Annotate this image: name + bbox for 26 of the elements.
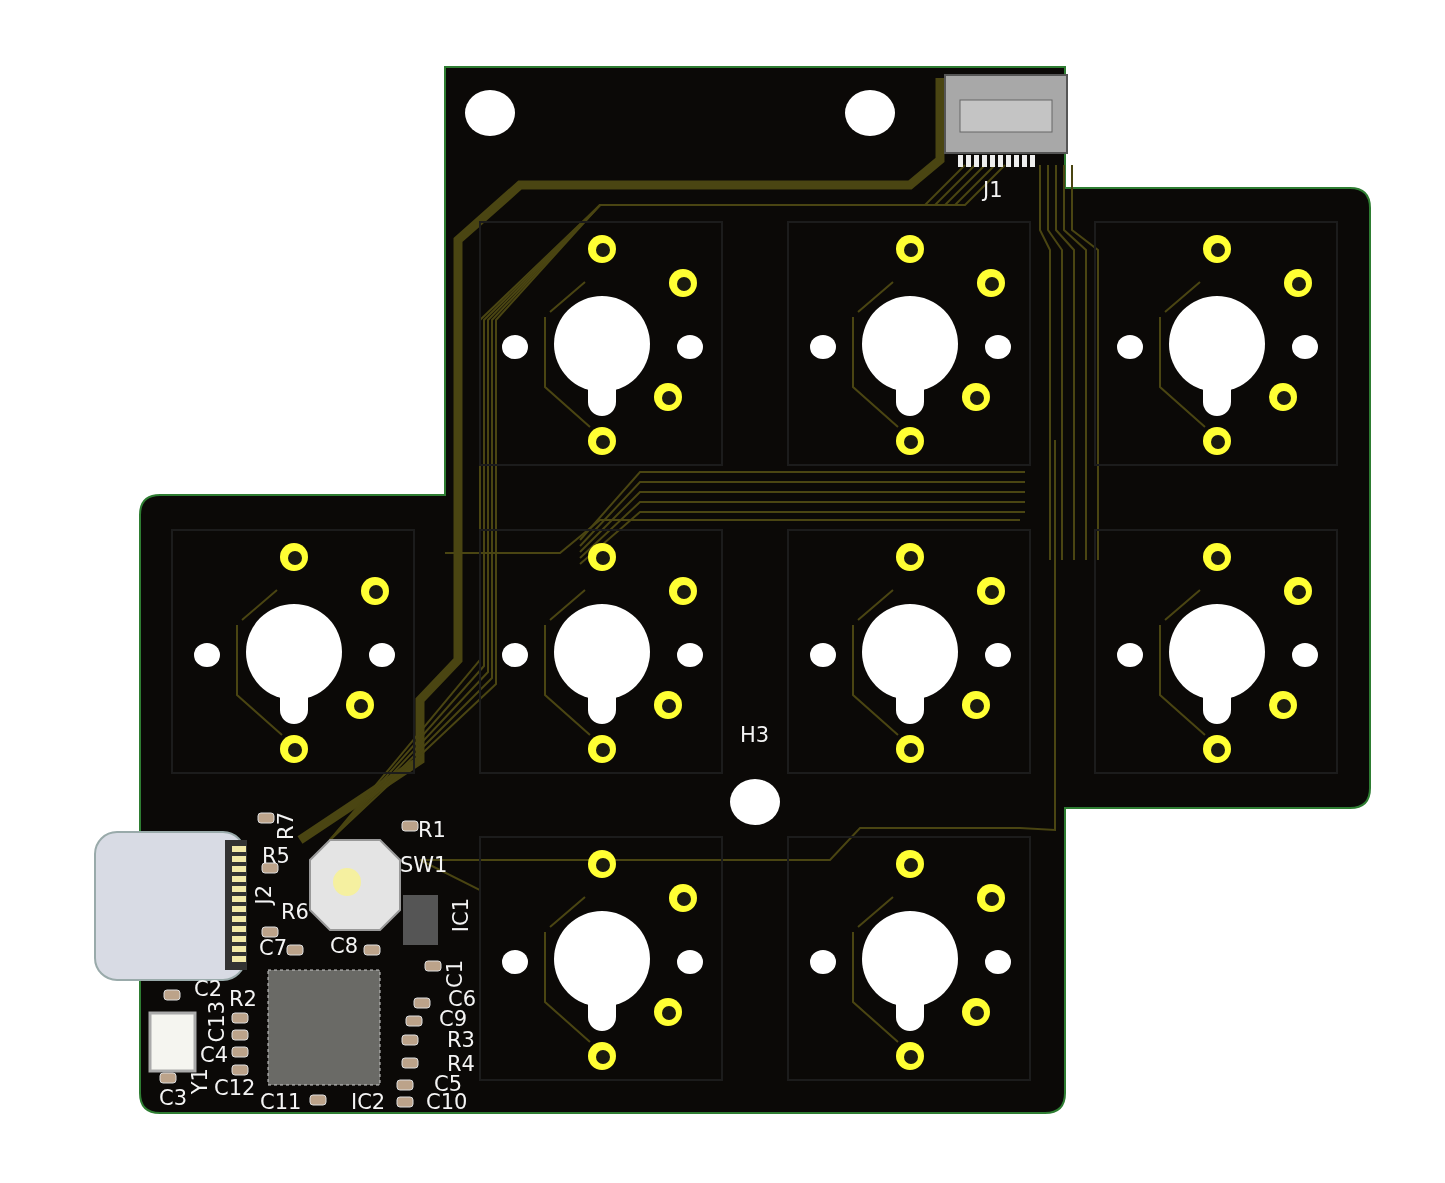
reference-designator: R7: [276, 812, 297, 840]
reference-designator: R5: [262, 846, 290, 867]
reference-designator: R2: [229, 989, 257, 1010]
reference-designator: Y1: [190, 1068, 211, 1095]
reference-designator: C1: [445, 960, 466, 989]
reference-designator: C6: [448, 989, 477, 1010]
reference-designator: C2: [194, 979, 223, 1000]
reference-designator: IC1: [451, 898, 472, 933]
reference-designator: C9: [439, 1009, 468, 1030]
reference-designator: H3: [740, 725, 770, 746]
reference-designator: R3: [447, 1030, 475, 1051]
reference-designator: J2: [254, 885, 275, 905]
reference-designator: C4: [200, 1045, 229, 1066]
reference-designator: C7: [259, 938, 288, 959]
reference-designator: C3: [159, 1088, 188, 1109]
reference-designator: R4: [447, 1054, 475, 1075]
reference-designator: C11: [260, 1092, 302, 1113]
reference-designator: C12: [214, 1078, 256, 1099]
reference-designator: R1: [418, 820, 446, 841]
reference-designator: C13: [207, 1001, 228, 1043]
reference-designator: SW1: [400, 855, 448, 876]
reference-designator: C10: [426, 1092, 468, 1113]
reference-designator: IC2: [351, 1092, 386, 1113]
reference-designator: C8: [330, 936, 359, 957]
reference-designator: J1: [983, 180, 1003, 201]
reference-designator: R6: [281, 902, 309, 923]
